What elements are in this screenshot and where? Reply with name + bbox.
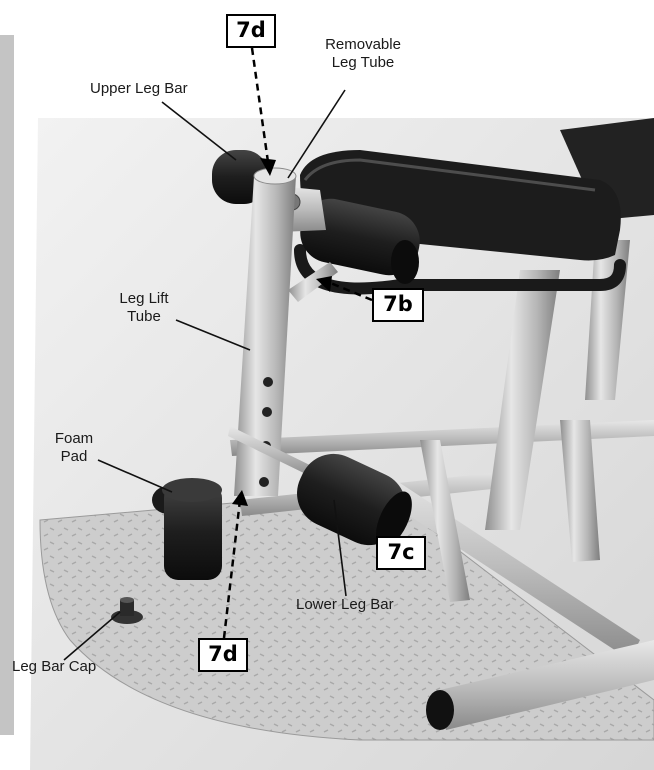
leader-leg-lift-tube — [175, 319, 251, 351]
label-leg-bar-cap: Leg Bar Cap — [12, 658, 97, 675]
lower-axle — [228, 426, 320, 478]
seat-handle — [294, 244, 626, 295]
leader-lower-leg-bar — [333, 499, 347, 597]
label-removable-leg-tube: Removable Leg Tube — [318, 36, 408, 72]
left-edge-strip — [0, 35, 14, 735]
label-leg-lift-tube-line1: Leg Lift — [119, 290, 169, 307]
leader-foam-pad — [97, 459, 173, 493]
backrest — [560, 118, 654, 220]
label-lower-leg-bar: Lower Leg Bar — [296, 596, 394, 613]
label-removable-leg-tube-line1: Removable — [325, 36, 401, 53]
leg-bar-cap-illustration — [111, 597, 143, 624]
leader-removable-leg-tube — [287, 89, 346, 179]
leader-lines — [63, 89, 347, 661]
label-foam-pad-line2: Pad — [60, 448, 88, 465]
leader-upper-leg-bar — [161, 101, 237, 161]
removable-leg-tube-part — [288, 262, 338, 302]
label-foam-pad: Foam Pad — [52, 430, 96, 466]
foam-pad-illustration — [152, 478, 222, 580]
label-upper-leg-bar: Upper Leg Bar — [90, 80, 188, 97]
label-removable-leg-tube-line2: Leg Tube — [331, 54, 395, 71]
lower-leg-bar-illustration — [297, 453, 412, 548]
callout-arrows — [222, 47, 373, 639]
label-leg-lift-tube: Leg Lift Tube — [112, 290, 176, 326]
label-foam-pad-line1: Foam — [54, 430, 94, 447]
label-leg-lift-tube-line2: Tube — [127, 308, 161, 325]
callout-top-7d: 7d — [226, 14, 276, 48]
callout-7c: 7c — [376, 536, 426, 570]
callout-bottom-7d: 7d — [198, 638, 248, 672]
callout-7b: 7b — [372, 288, 424, 322]
arrow-7b — [327, 280, 373, 302]
leader-leg-bar-cap — [63, 611, 121, 661]
